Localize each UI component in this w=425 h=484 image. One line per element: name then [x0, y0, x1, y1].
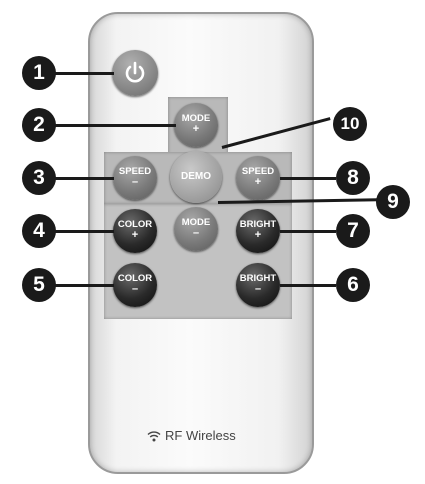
- callout-8: 8: [336, 161, 370, 195]
- color-minus-sign: –: [131, 283, 139, 296]
- callout-5: 5: [22, 268, 56, 302]
- color-plus-label: COLOR: [117, 219, 153, 231]
- leader-line-5: [54, 284, 114, 287]
- leader-line-2: [54, 124, 176, 127]
- speed-minus-label: SPEED: [118, 166, 152, 178]
- color-plus-button[interactable]: COLOR +: [113, 209, 157, 253]
- leader-line-1: [54, 72, 114, 75]
- color-minus-label: COLOR: [117, 273, 153, 285]
- callout-10: 10: [333, 107, 367, 141]
- callout-4: 4: [22, 214, 56, 248]
- color-minus-button[interactable]: COLOR –: [113, 263, 157, 307]
- bright-plus-label: BRIGHT: [239, 219, 277, 231]
- callout-6: 6: [336, 268, 370, 302]
- color-plus-sign: +: [131, 229, 139, 242]
- callout-7: 7: [336, 214, 370, 248]
- power-icon: [125, 61, 145, 83]
- mode-plus-sign: +: [192, 123, 200, 136]
- bright-plus-button[interactable]: BRIGHT +: [236, 209, 280, 253]
- leader-line-3: [54, 177, 114, 180]
- power-button[interactable]: [112, 50, 158, 96]
- mode-plus-label: MODE: [181, 113, 211, 125]
- bright-plus-sign: +: [254, 229, 262, 242]
- speed-plus-label: SPEED: [241, 166, 275, 178]
- callout-2: 2: [22, 108, 56, 142]
- demo-button[interactable]: DEMO: [170, 151, 222, 203]
- mode-minus-button[interactable]: MODE –: [174, 207, 218, 251]
- mode-plus-button[interactable]: MODE +: [174, 103, 218, 147]
- bright-minus-label: BRIGHT: [239, 273, 277, 285]
- wifi-icon: [147, 430, 161, 441]
- leader-line-4: [54, 230, 114, 233]
- speed-minus-sign: –: [131, 176, 139, 189]
- bright-minus-sign: –: [254, 283, 262, 296]
- demo-label: DEMO: [181, 170, 211, 182]
- mode-minus-label: MODE: [181, 217, 211, 229]
- callout-1: 1: [22, 56, 56, 90]
- callout-3: 3: [22, 161, 56, 195]
- speed-minus-button[interactable]: SPEED –: [113, 156, 157, 200]
- bright-minus-button[interactable]: BRIGHT –: [236, 263, 280, 307]
- speed-plus-button[interactable]: SPEED +: [236, 156, 280, 200]
- leader-line-7: [280, 230, 336, 233]
- callout-9: 9: [376, 185, 410, 219]
- rf-wireless-label: RF Wireless: [147, 428, 236, 443]
- leader-line-8: [280, 177, 336, 180]
- leader-line-6: [280, 284, 336, 287]
- rf-wireless-text: RF Wireless: [165, 428, 236, 443]
- mode-minus-sign: –: [192, 227, 200, 240]
- speed-plus-sign: +: [254, 176, 262, 189]
